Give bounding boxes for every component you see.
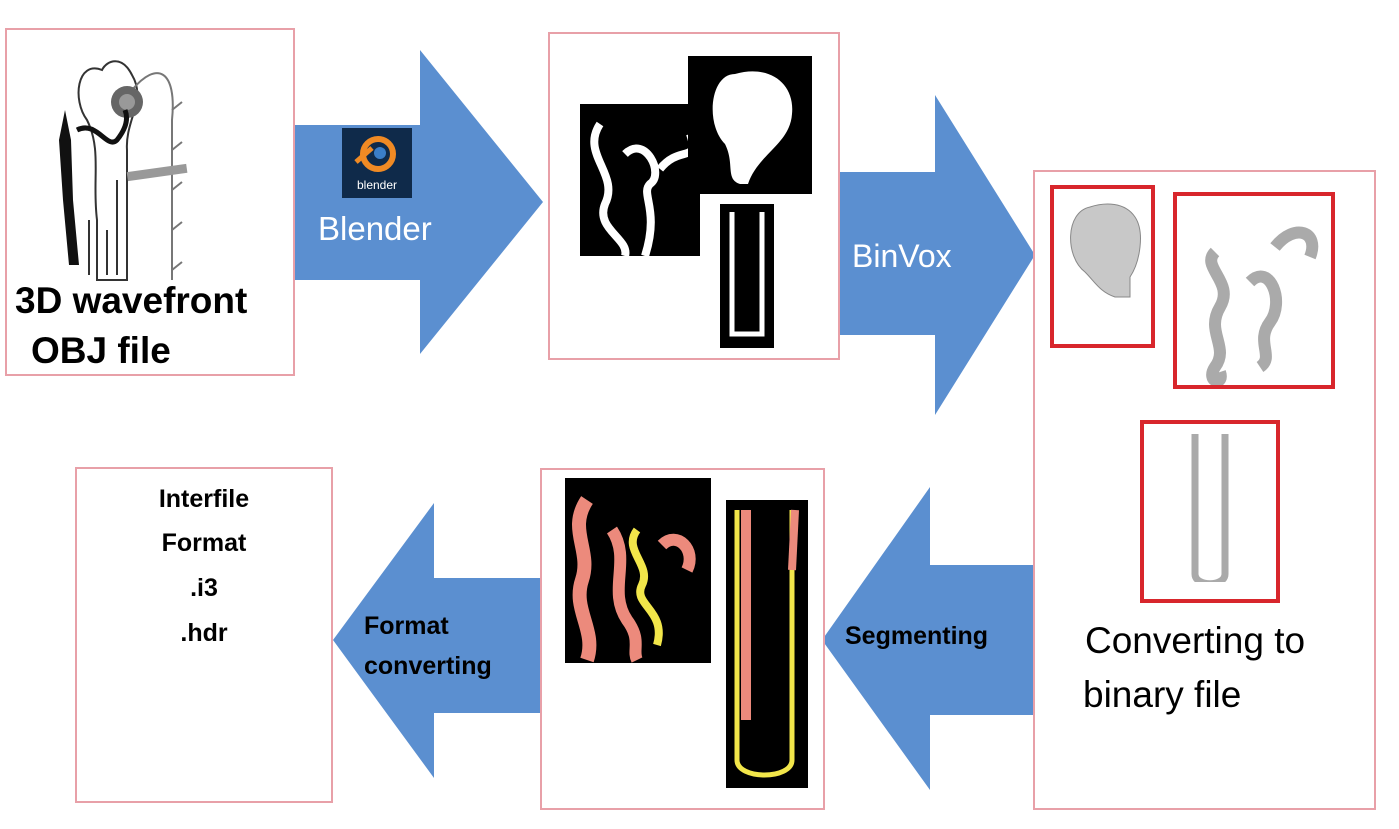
format-converting-label-line1: Format [364,612,449,641]
obj-label-line2: OBJ file [31,330,171,372]
interfile-line1: Interfile [77,485,331,514]
blender-icon: blender [342,128,412,198]
blender-logo-icon [342,128,412,180]
segmented-panel [540,468,825,810]
arrow-blender [294,50,543,354]
segmented-slices-image [542,470,823,808]
obj-label-line1: 3D wavefront [15,280,247,322]
interfile-panel: Interfile Format .i3 .hdr [75,467,333,803]
interfile-line3: .i3 [77,574,331,603]
highlight-box-tubule [1173,192,1335,389]
interfile-line2: Format [77,529,331,558]
binvox-label: BinVox [852,238,952,275]
obj-file-panel: 3D wavefront OBJ file [5,28,295,376]
nephron-wireframe-image [7,30,293,290]
format-converting-label-line2: converting [364,652,492,681]
binary-label-line2: binary file [1083,674,1241,716]
segmenting-label: Segmenting [845,622,988,651]
highlight-box-glomerulus [1050,185,1155,348]
blender-output-panel [548,32,840,360]
blender-label: Blender [318,210,432,248]
interfile-line4: .hdr [77,619,331,648]
binary-label-line1: Converting to [1085,620,1305,662]
blender-slices-image [550,34,838,358]
highlight-box-loop [1140,420,1280,603]
blender-icon-text: blender [342,178,412,192]
